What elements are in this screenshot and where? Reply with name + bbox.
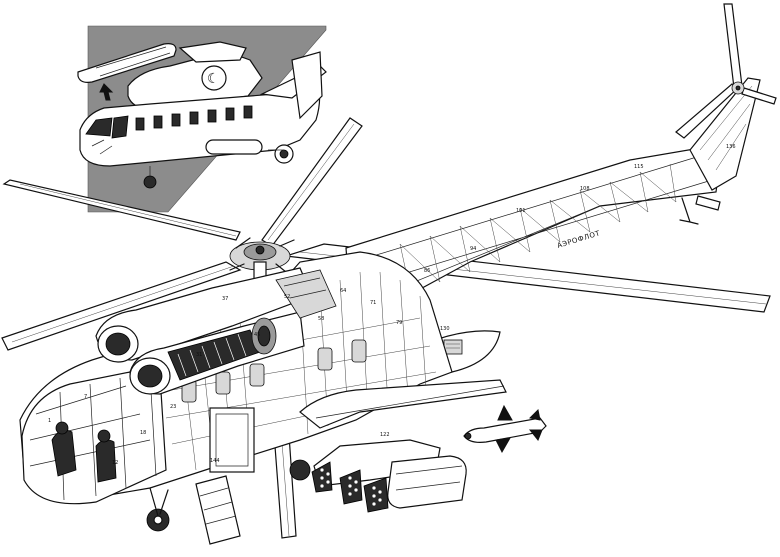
missile <box>463 404 547 454</box>
callout-label: 1 <box>48 418 51 424</box>
inset-external-view: ☾ <box>77 25 327 213</box>
callout-label: 71 <box>370 300 376 306</box>
callout-label: 130 <box>440 326 450 332</box>
callout-label: 86 <box>424 268 430 274</box>
boarding-steps <box>195 475 241 545</box>
callout-label: 101 <box>516 208 526 214</box>
callout-label: 45 <box>254 332 260 338</box>
main-gearbox <box>275 269 337 319</box>
callout-label: 122 <box>380 432 390 438</box>
callout-label: 52 <box>284 294 290 300</box>
callout-label: 136 <box>726 144 736 150</box>
cabin-door <box>209 407 255 473</box>
fuselage-lettering: АЭРОФЛОТ <box>556 229 601 250</box>
callout-label: 64 <box>340 288 346 294</box>
callout-label: 79 <box>396 320 402 326</box>
callout-label: 7 <box>84 394 87 400</box>
main-rotor-blade-left <box>2 179 241 241</box>
callout-label: 108 <box>580 186 590 192</box>
callout-label: 12 <box>112 460 118 466</box>
engines <box>95 267 337 395</box>
rocket-pods <box>311 439 441 513</box>
callout-label: 58 <box>318 316 324 322</box>
callout-label: 94 <box>470 246 476 252</box>
external-stores <box>299 379 547 513</box>
callout-label: 115 <box>634 164 644 170</box>
external-fuel-tank <box>387 455 467 509</box>
callout-label: 144 <box>210 458 220 464</box>
callout-numbers: 1 7 12 18 23 31 37 45 52 58 64 71 79 86 … <box>48 144 736 466</box>
callout-label: 31 <box>196 352 202 358</box>
inset-helicopter: ☾ <box>77 41 327 189</box>
weapons-pylon <box>299 379 507 429</box>
callout-label: 37 <box>222 296 228 302</box>
callout-label: 18 <box>140 430 146 436</box>
engine-core <box>167 317 277 381</box>
tail-rotor <box>675 3 777 139</box>
inset-emblem: ☾ <box>207 71 220 87</box>
callout-label: 23 <box>170 404 176 410</box>
